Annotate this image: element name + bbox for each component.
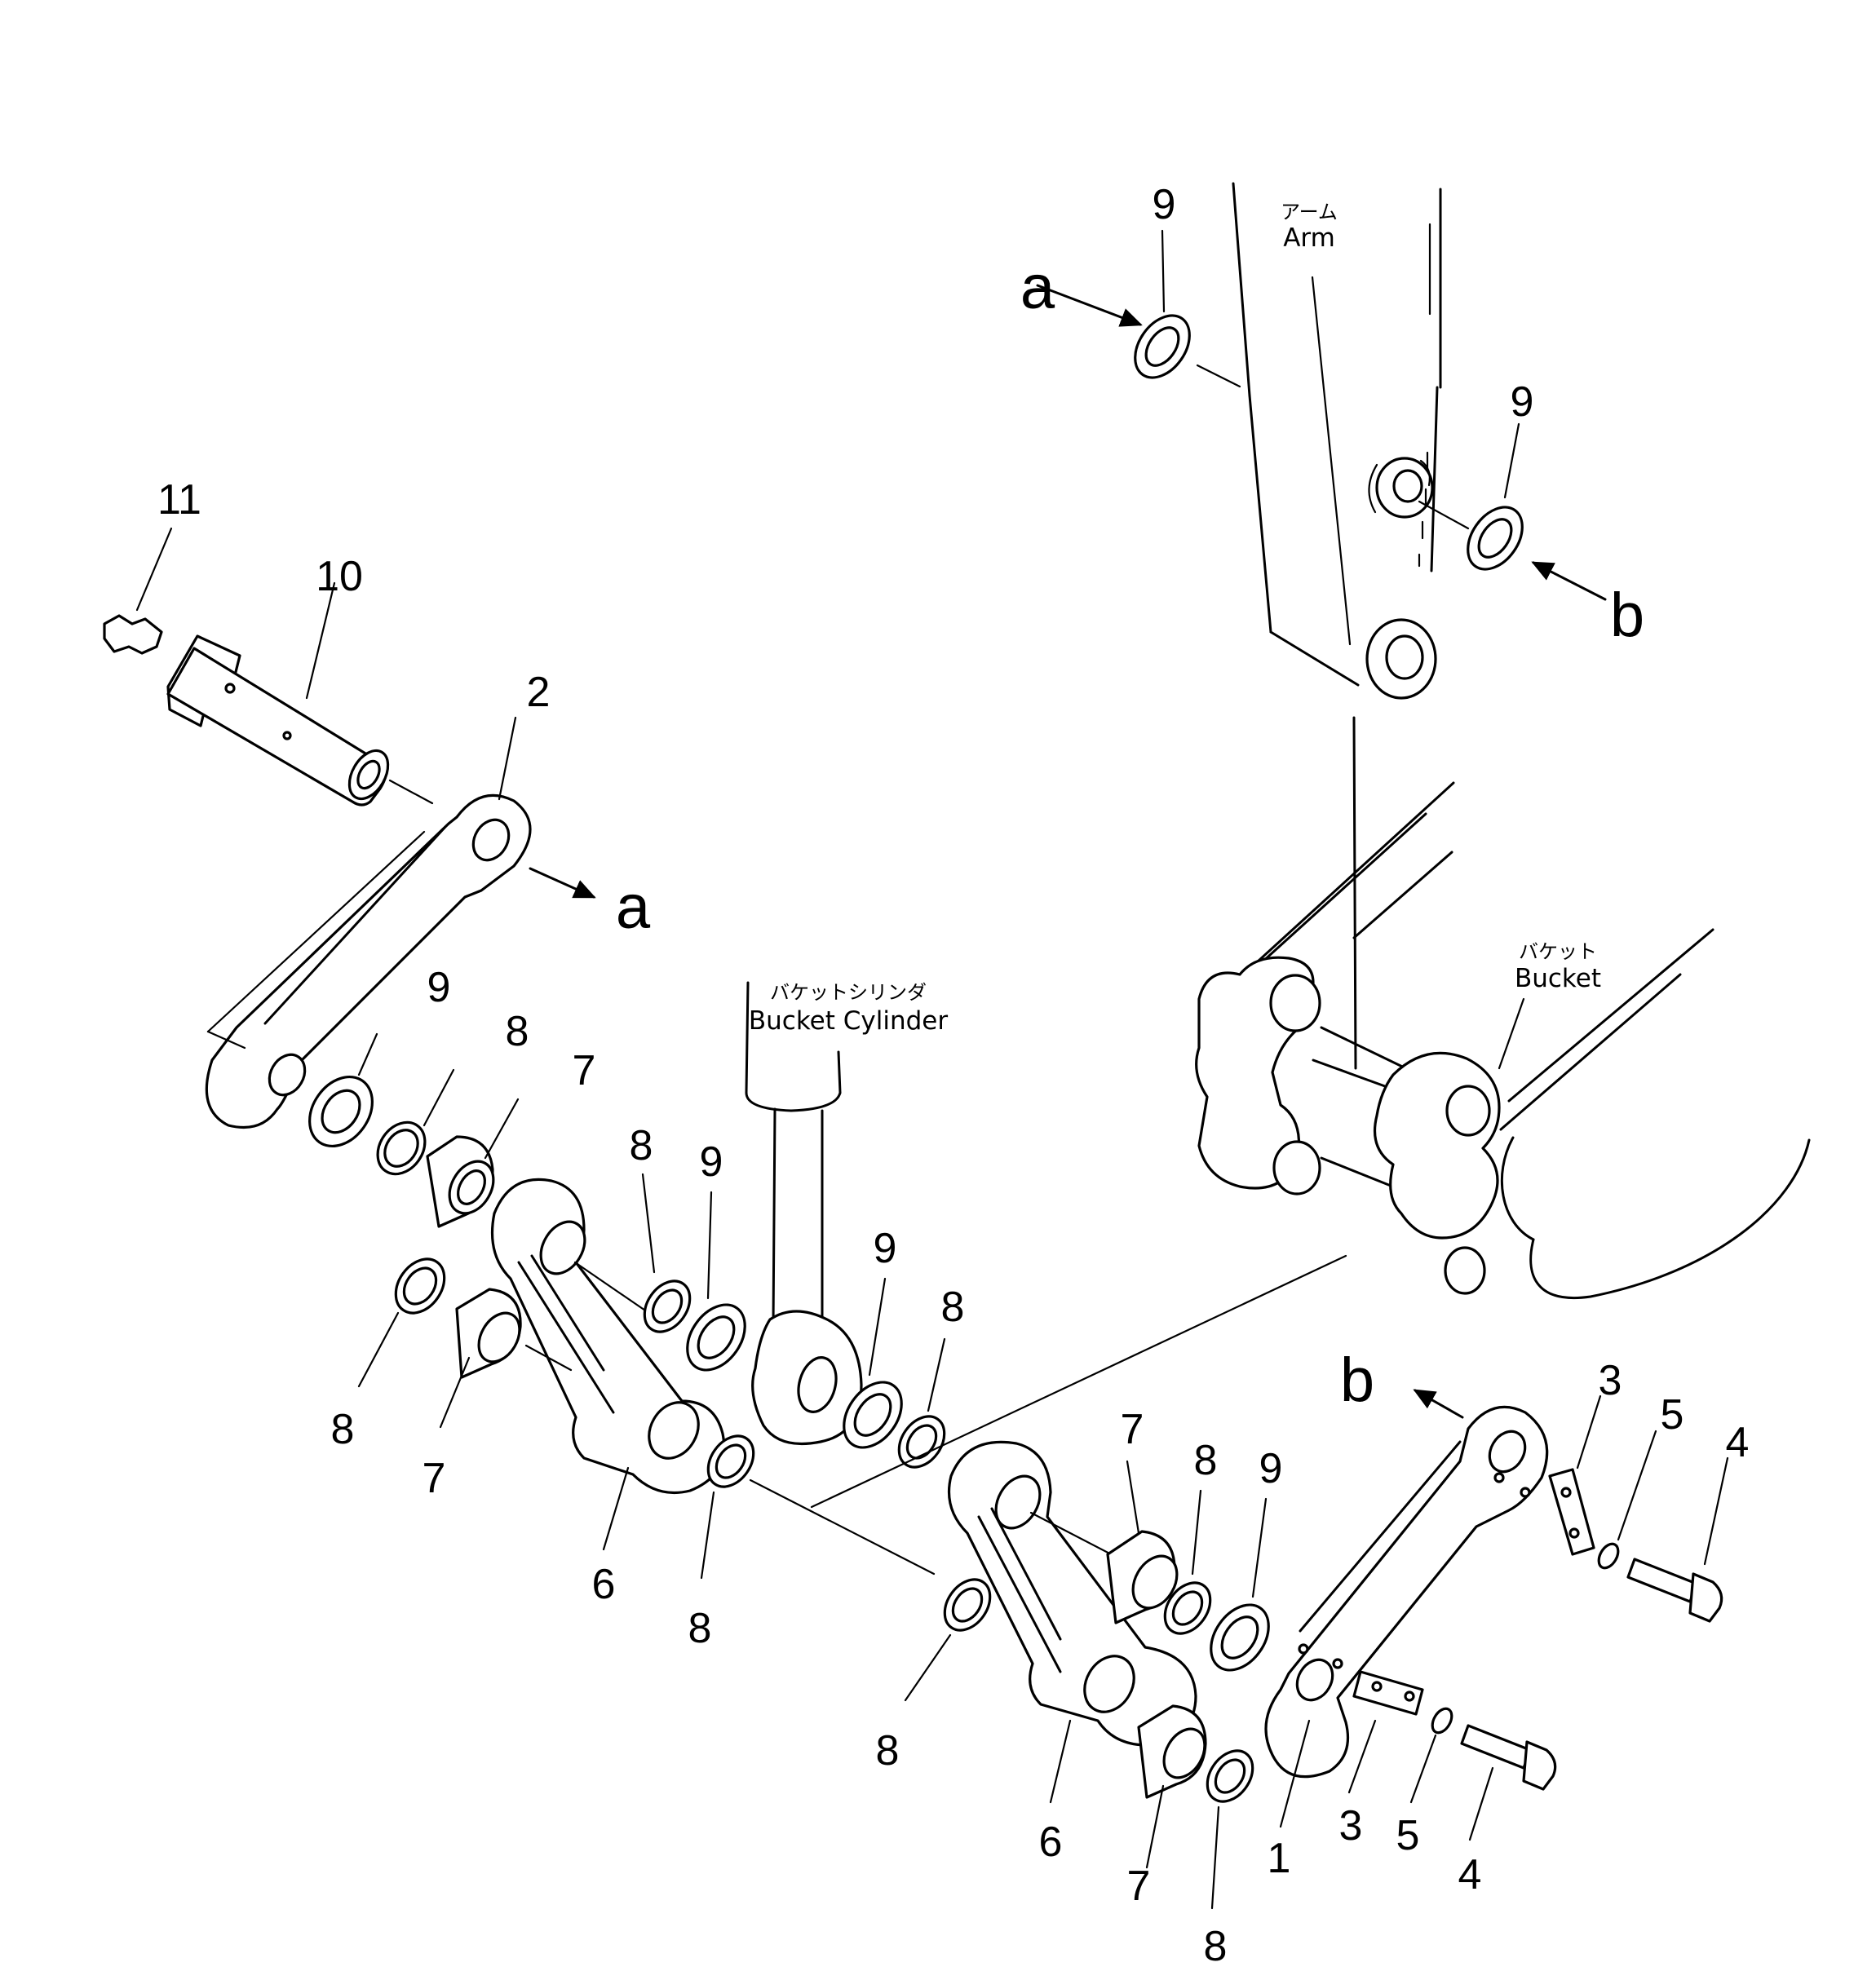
part-number-10: 10 [316,553,363,600]
bolt-4-upper [1626,1456,1729,1623]
part-number-11: 11 [157,476,201,524]
part-number-1: 1 [1268,1835,1291,1882]
part-number-7: 7 [1121,1406,1144,1453]
part-number-3: 3 [1339,1802,1363,1850]
plate-3-upper [1548,1394,1602,1556]
part-number-9: 9 [1259,1445,1283,1492]
link-2-part [205,716,596,1129]
letter-b-top: b [1610,581,1644,650]
right-bushings [1106,1460,1270,1910]
center-bushings [641,1173,1347,1702]
part-number-9: 9 [1153,181,1176,228]
part-number-8: 8 [506,1008,529,1055]
arm-label-jp: アーム [1281,201,1338,223]
washer-5-lower [1409,1707,1453,1804]
plate-3-lower [1347,1670,1424,1794]
part-number-2: 2 [527,669,551,716]
part-number-9: 9 [874,1225,897,1272]
part-number-6: 6 [1039,1819,1063,1866]
arm-part: アーム Arm [1232,182,1442,700]
part-number-8: 8 [331,1406,355,1453]
part-number-8: 8 [630,1122,653,1169]
part-number-8: 8 [1194,1437,1218,1484]
left-lower-bushings [357,1257,573,1429]
part-number-8: 8 [1204,1923,1228,1970]
part-number-9: 9 [1511,378,1534,426]
part-number-7: 7 [423,1455,446,1502]
link-6-right-part [947,1440,1197,1804]
part-number-5: 5 [1396,1812,1420,1859]
part-number-8: 8 [941,1284,965,1331]
left-bushing-stack [308,1032,520,1228]
arm-washers [1036,229,1607,601]
pin-part [166,581,434,807]
part-number-6: 6 [592,1561,616,1608]
link-1-part [1264,1389,1549,1828]
part-number-5: 5 [1661,1391,1684,1439]
bucket-part: バケット Bucket [1195,716,1811,1299]
letter-a-top: a [1020,253,1055,322]
part-number-9: 9 [427,964,451,1011]
bucket-label-en: Bucket [1515,964,1601,993]
letter-a-left: a [616,873,651,942]
washer-5-upper [1597,1430,1657,1570]
bolt-4-lower [1460,1724,1557,1841]
part-number-4: 4 [1726,1419,1750,1466]
letter-b-right: b [1340,1346,1374,1415]
part-number-7: 7 [573,1047,596,1094]
part-number-8: 8 [688,1605,712,1652]
part-number-9: 9 [700,1138,723,1186]
arm-label-en: Arm [1283,223,1335,253]
part-number-3: 3 [1599,1357,1622,1404]
part-number-4: 4 [1458,1851,1482,1898]
bucket-cylinder-part: バケットシリンダ Bucket Cylinder [745,981,949,1446]
cylinder-label-jp: バケットシリンダ [770,981,927,1004]
link-6-left-part [490,1178,726,1551]
cylinder-label-en: Bucket Cylinder [749,1006,949,1036]
part-number-7: 7 [1127,1863,1151,1910]
grease-fitting-part [103,527,173,655]
part-number-8: 8 [876,1727,900,1774]
bucket-label-jp: バケット [1519,940,1597,963]
